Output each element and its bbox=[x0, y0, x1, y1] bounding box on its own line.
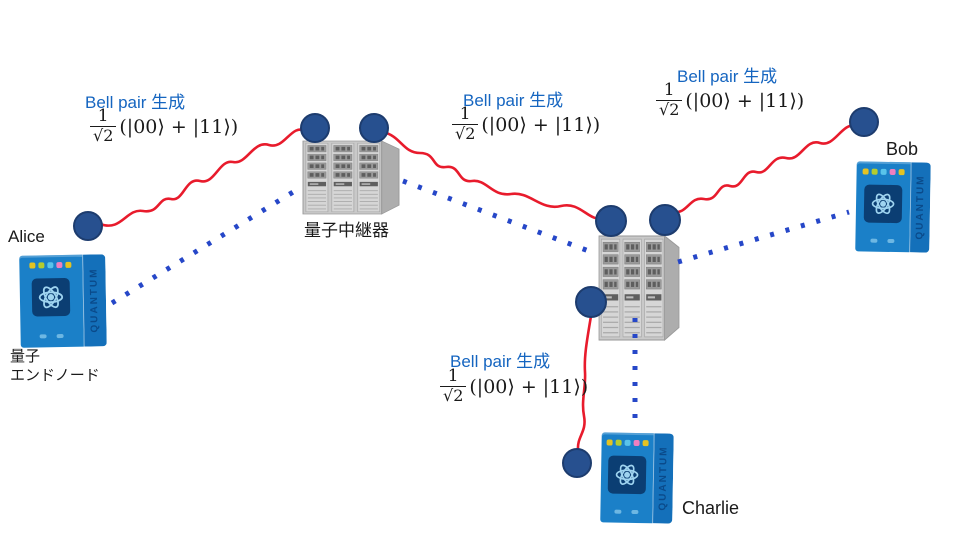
channel-alice-repeater1 bbox=[110, 186, 300, 306]
bellpair-label-right: Bell pair 生成 bbox=[677, 67, 778, 86]
repeater-rack-2 bbox=[599, 236, 679, 340]
atom-icon bbox=[607, 455, 647, 495]
led-row bbox=[606, 439, 649, 447]
bellpair-label-middle: Bell pair 生成 bbox=[463, 91, 564, 110]
bob-device: QUANTUM bbox=[855, 161, 931, 253]
bob-device-side: QUANTUM bbox=[908, 162, 931, 253]
led-row bbox=[29, 261, 72, 269]
fraction: 1√2 bbox=[90, 107, 117, 145]
led-row bbox=[862, 168, 905, 176]
alice-label: Alice bbox=[8, 227, 45, 246]
bellpair-label-left: Bell pair 生成 bbox=[85, 93, 186, 112]
bellpair-link-repeater1-repeater2 bbox=[381, 130, 606, 221]
atom-icon bbox=[31, 277, 71, 317]
bellpair-formula-right: 1√2 (|00⟩ + |11⟩) bbox=[656, 81, 804, 119]
atom-icon bbox=[863, 184, 903, 224]
device-feet bbox=[39, 333, 64, 339]
bellpair-link-alice-repeater1 bbox=[98, 128, 308, 227]
bellpair-link-repeater2-charlie bbox=[576, 314, 593, 452]
fraction: 1√2 bbox=[452, 105, 479, 143]
device-brand-label: QUANTUM bbox=[914, 174, 927, 241]
device-feet bbox=[614, 509, 639, 515]
channel-repeater1-repeater2 bbox=[402, 178, 595, 256]
alice-type-label: 量子 エンドノード bbox=[10, 348, 100, 386]
qubit-repeater2-bottom bbox=[575, 286, 607, 318]
qubit-charlie bbox=[562, 448, 592, 478]
charlie-device-front bbox=[600, 432, 655, 524]
charlie-device-side: QUANTUM bbox=[652, 433, 674, 524]
alice-device: QUANTUM bbox=[19, 254, 107, 348]
qubit-bob bbox=[849, 107, 879, 137]
device-brand-label: QUANTUM bbox=[657, 445, 670, 512]
repeater-rack-1 bbox=[303, 141, 399, 214]
charlie-label: Charlie bbox=[682, 498, 740, 518]
qubit-repeater1-right bbox=[359, 113, 389, 143]
alice-device-front bbox=[19, 254, 84, 348]
bob-device-front bbox=[855, 161, 911, 253]
qubit-repeater2-right bbox=[649, 204, 681, 236]
charlie-device: QUANTUM bbox=[600, 432, 674, 524]
qubit-repeater2-left bbox=[595, 205, 627, 237]
device-brand-label: QUANTUM bbox=[88, 267, 101, 334]
fraction: 1√2 bbox=[440, 367, 467, 405]
bellpair-formula-middle: 1√2 (|00⟩ + |11⟩) bbox=[452, 105, 600, 143]
alice-device-side: QUANTUM bbox=[81, 254, 107, 347]
bellpair-formula-left: 1√2 (|00⟩ + |11⟩) bbox=[90, 107, 238, 145]
fraction: 1√2 bbox=[656, 81, 683, 119]
repeater-label: 量子中継器 bbox=[304, 221, 389, 240]
qubit-alice bbox=[73, 211, 103, 241]
alice-type-line2: エンドノード bbox=[10, 366, 100, 384]
channel-repeater2-bob bbox=[677, 209, 850, 265]
bellpair-label-bottom: Bell pair 生成 bbox=[450, 352, 551, 371]
device-feet bbox=[870, 238, 895, 244]
bellpair-link-repeater2-bob bbox=[670, 124, 859, 214]
bob-label: Bob bbox=[886, 139, 919, 159]
qubit-repeater1-left bbox=[300, 113, 330, 143]
alice-type-line1: 量子 bbox=[10, 348, 41, 365]
bellpair-formula-bottom: 1√2 (|00⟩ + |11⟩) bbox=[440, 367, 588, 405]
